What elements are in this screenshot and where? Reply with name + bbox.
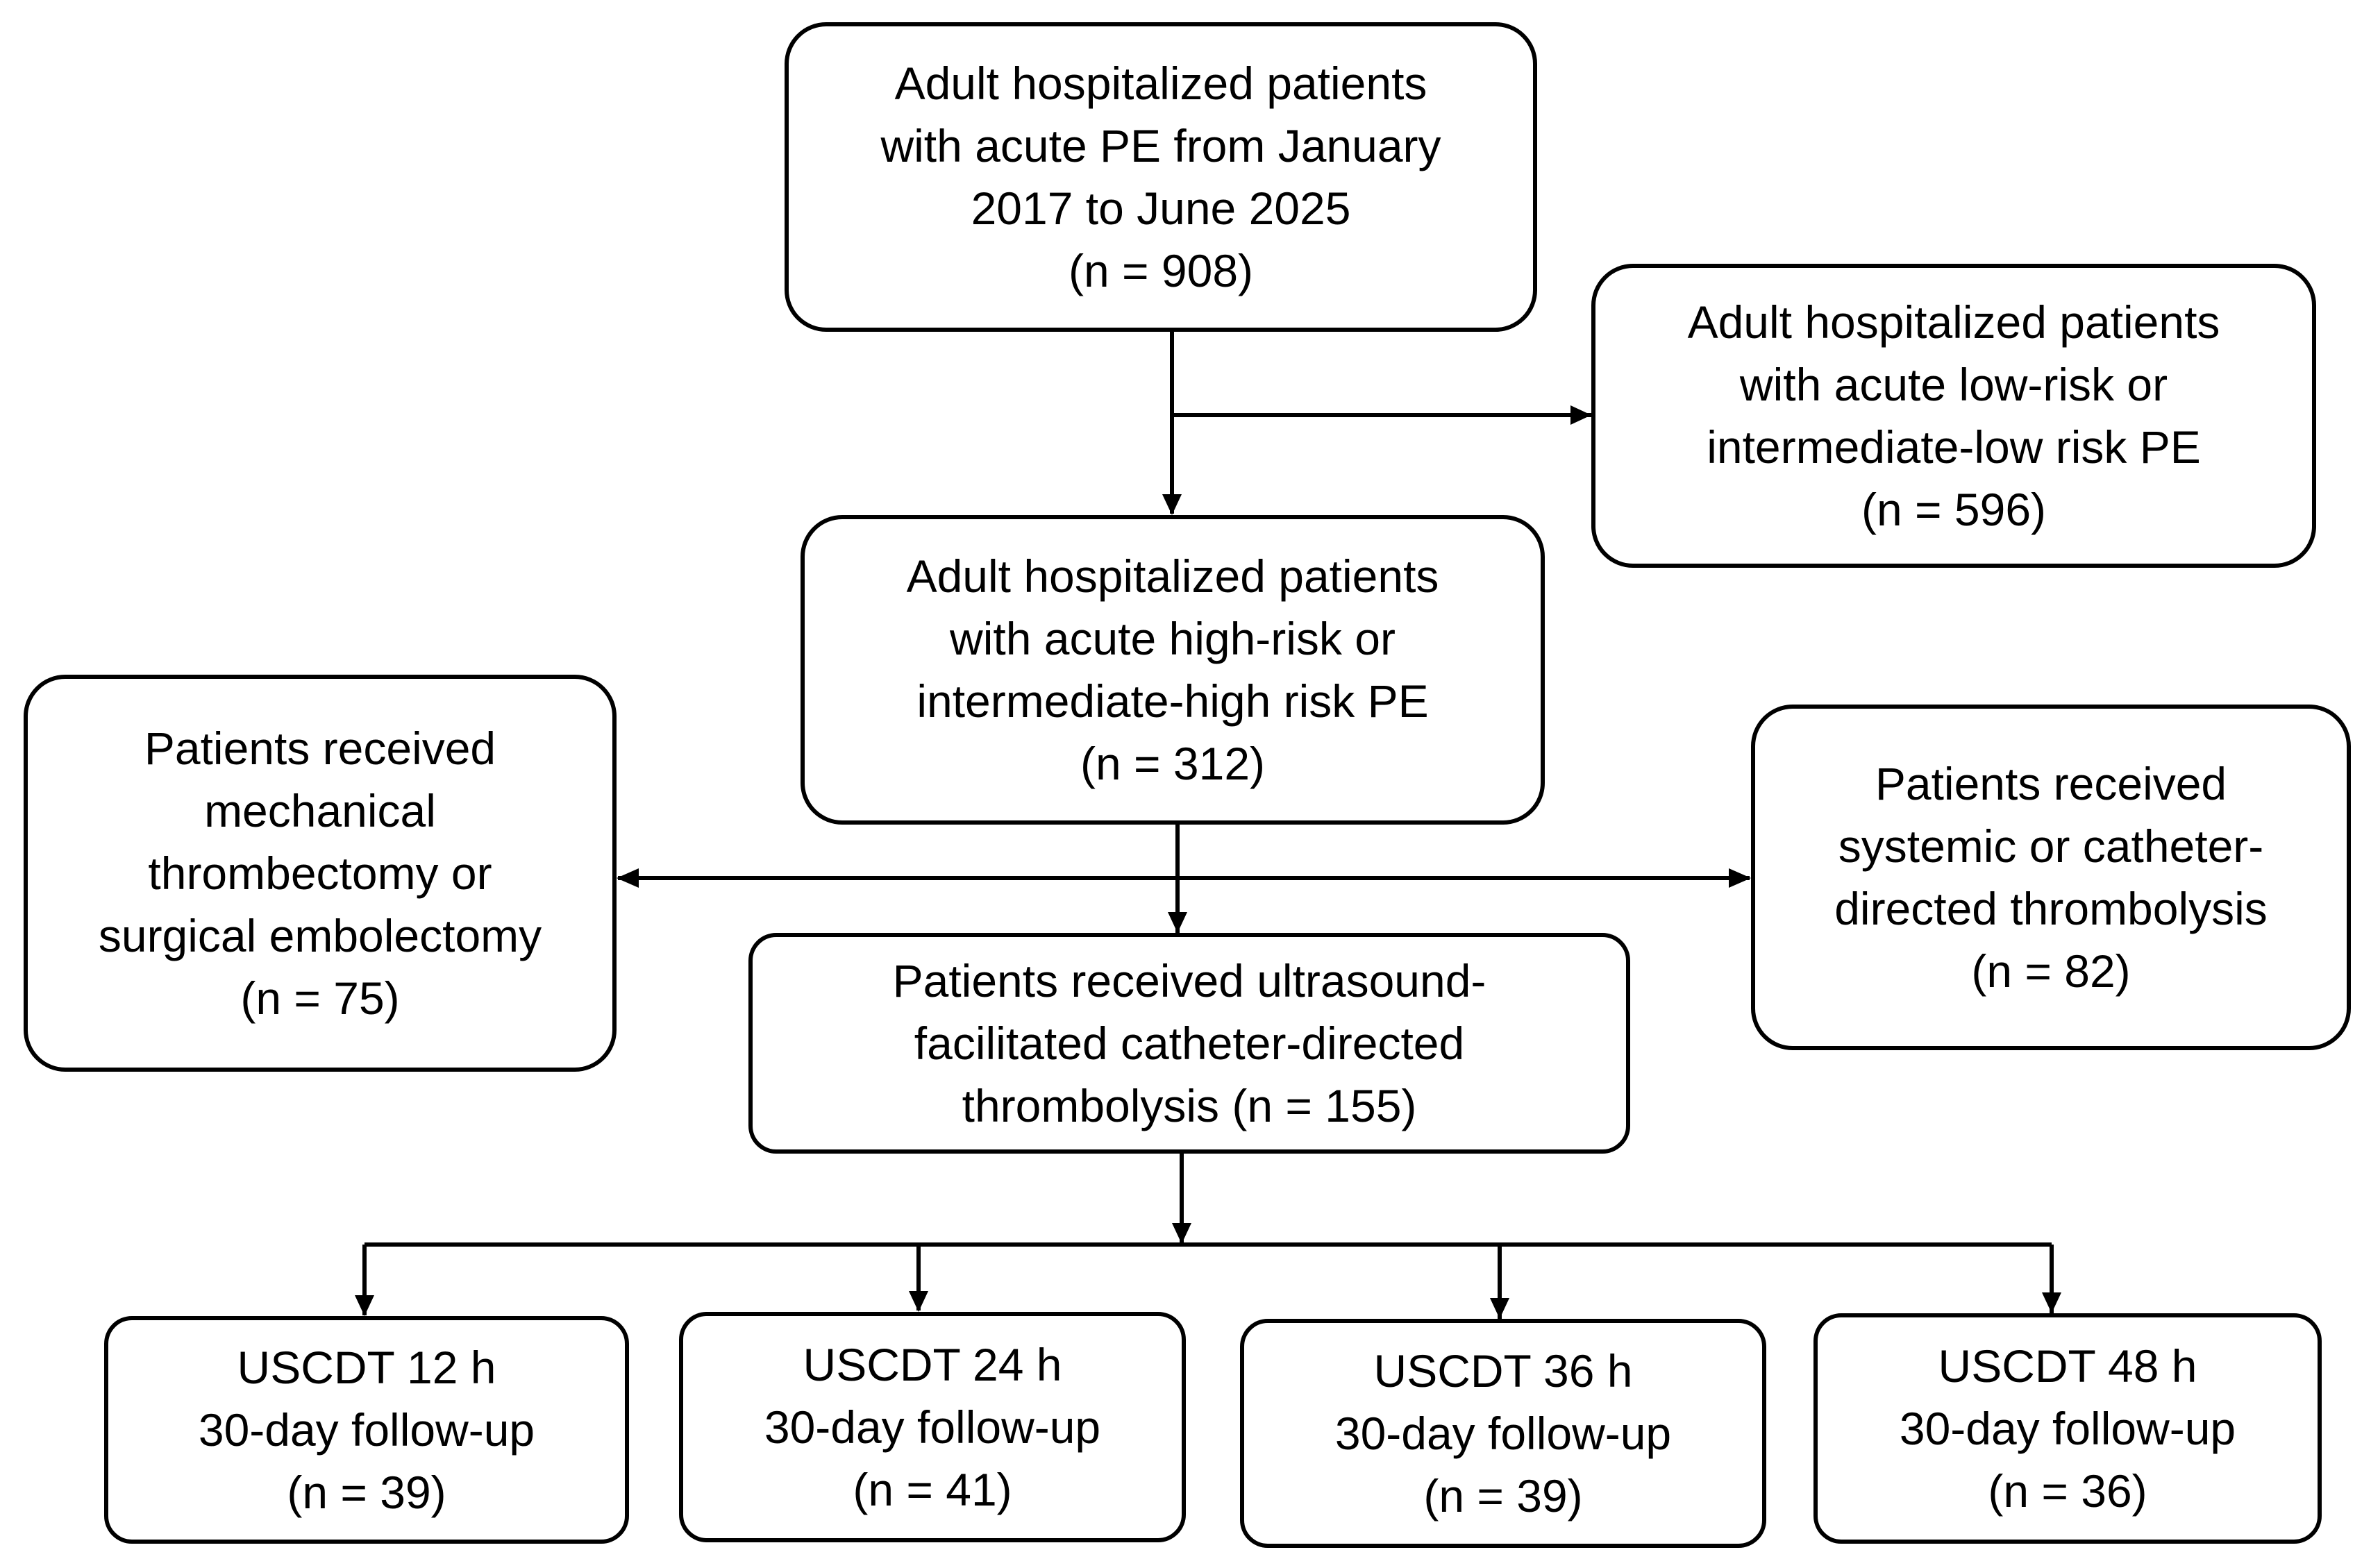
group-12h-follow-up: 30-day follow-up (198, 1404, 535, 1456)
box-total-patients: Adult hospitalized patients with acute P… (785, 22, 1537, 332)
group-48h-title: USCDT 48 h (1938, 1340, 2197, 1392)
group-24h-count: (n = 41) (853, 1464, 1012, 1515)
box-mechanical-line-3: thrombectomy or (148, 848, 492, 899)
box-mechanical-line-4: surgical embolectomy (98, 910, 542, 961)
arrowhead-lowrisk (1570, 405, 1591, 425)
arrowhead-group-24h (909, 1291, 928, 1312)
arrowhead-group-12h (355, 1295, 374, 1316)
box-thrombolysis-line-2: systemic or catheter- (1838, 820, 2264, 872)
box-group-uscdt-48h: USCDT 48 h 30-day follow-up (n = 36) (1813, 1313, 2322, 1544)
group-12h-title: USCDT 12 h (237, 1342, 496, 1393)
box-uscdt-line-3: thrombolysis (n = 155) (962, 1080, 1417, 1131)
box-total-line-2: with acute PE from January (880, 120, 1441, 171)
box-group-uscdt-12h: USCDT 12 h 30-day follow-up (n = 39) (104, 1316, 629, 1544)
box-mechanical-line-2: mechanical (204, 785, 436, 836)
arrowhead-mechanical (617, 868, 639, 888)
arrowhead-group-48h (2042, 1292, 2061, 1313)
box-lowrisk-line-3: intermediate-low risk PE (1707, 421, 2201, 473)
group-36h-title: USCDT 36 h (1373, 1345, 1633, 1397)
box-total-line-1: Adult hospitalized patients (894, 58, 1427, 109)
box-thrombolysis-count: (n = 82) (1971, 945, 2131, 997)
arrowhead-uscdt (1168, 912, 1187, 933)
box-total-count: (n = 908) (1069, 245, 1253, 296)
group-24h-follow-up: 30-day follow-up (764, 1401, 1101, 1453)
box-uscdt: Patients received ultrasound- facilitate… (748, 933, 1630, 1154)
box-highrisk-count: (n = 312) (1080, 738, 1265, 789)
group-12h-count: (n = 39) (287, 1467, 446, 1518)
arrowhead-highrisk (1162, 494, 1182, 515)
box-uscdt-line-2: facilitated catheter-directed (914, 1018, 1465, 1069)
group-36h-follow-up: 30-day follow-up (1334, 1408, 1672, 1459)
box-lowrisk-count: (n = 596) (1861, 484, 2046, 535)
box-mechanical-thrombectomy: Patients received mechanical thrombectom… (24, 675, 617, 1072)
box-lowrisk-line-1: Adult hospitalized patients (1687, 296, 2220, 348)
box-total-line-3: 2017 to June 2025 (971, 183, 1351, 234)
box-systemic-thrombolysis: Patients received systemic or catheter- … (1751, 705, 2351, 1050)
box-mechanical-line-1: Patients received (144, 723, 496, 774)
box-excluded-low-risk: Adult hospitalized patients with acute l… (1591, 264, 2316, 568)
group-48h-follow-up: 30-day follow-up (1899, 1403, 2236, 1454)
arrowhead-group-36h (1490, 1298, 1509, 1319)
group-36h-count: (n = 39) (1423, 1470, 1583, 1521)
box-lowrisk-line-2: with acute low-risk or (1739, 359, 2168, 410)
arrowhead-thrombolysis (1729, 868, 1751, 888)
box-high-risk: Adult hospitalized patients with acute h… (801, 515, 1545, 825)
box-thrombolysis-line-3: directed thrombolysis (1834, 883, 2268, 934)
box-highrisk-line-1: Adult hospitalized patients (906, 550, 1439, 602)
box-group-uscdt-36h: USCDT 36 h 30-day follow-up (n = 39) (1240, 1319, 1766, 1548)
box-group-uscdt-24h: USCDT 24 h 30-day follow-up (n = 41) (679, 1312, 1186, 1542)
group-48h-count: (n = 36) (1988, 1465, 2147, 1517)
box-mechanical-count: (n = 75) (240, 972, 400, 1024)
box-thrombolysis-line-1: Patients received (1875, 758, 2227, 809)
box-highrisk-line-3: intermediate-high risk PE (916, 675, 1429, 727)
group-24h-title: USCDT 24 h (803, 1339, 1062, 1390)
box-uscdt-line-1: Patients received ultrasound- (892, 955, 1486, 1006)
arrowhead-distribution (1172, 1223, 1191, 1244)
box-highrisk-line-2: with acute high-risk or (950, 613, 1396, 664)
